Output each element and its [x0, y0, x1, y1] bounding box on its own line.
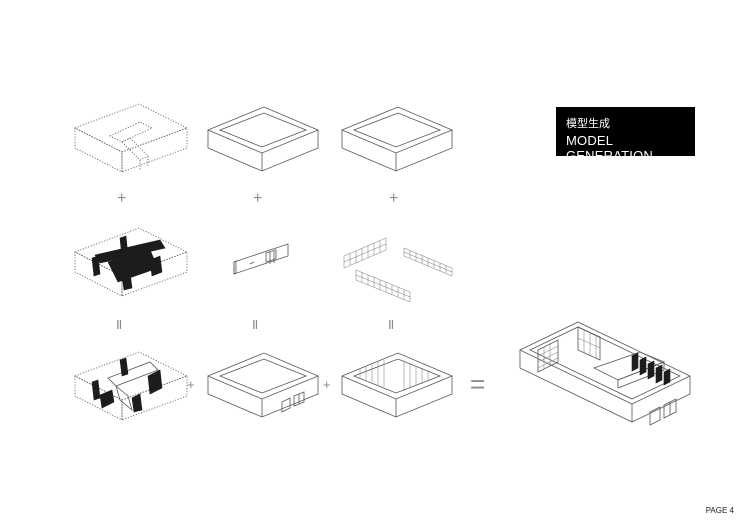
- plus-operator-5: +: [323, 377, 331, 392]
- model-generation-title-box: 模型生成 MODEL GENERATION: [556, 107, 695, 163]
- plus-operator-1: +: [117, 190, 127, 207]
- solid-box-with-grid-walls: [340, 352, 454, 418]
- plus-operator-2: +: [253, 190, 263, 207]
- solid-open-box-1: [206, 106, 320, 172]
- title-english: MODEL GENERATION: [566, 133, 653, 163]
- plus-operator-3: +: [389, 190, 399, 207]
- equals-operator-2: II: [252, 317, 258, 332]
- dotted-box-black-ramps: [74, 227, 189, 297]
- equals-operator-3: II: [388, 317, 394, 332]
- plus-operator-4: +: [187, 377, 195, 392]
- combined-ramp-volume: [74, 351, 189, 421]
- equals-operator-final: =: [470, 369, 486, 399]
- title-chinese: 模型生成: [566, 117, 610, 130]
- wall-elevation-panel: [233, 243, 289, 275]
- equals-operator-1: II: [116, 317, 122, 332]
- solid-open-box-2: [340, 106, 454, 172]
- dotted-massing-box: [74, 103, 189, 173]
- grid-shelf-panels: [343, 237, 453, 303]
- final-model-axonometric: [519, 321, 691, 426]
- page-number: PAGE 4: [705, 506, 734, 515]
- solid-box-with-openings: [206, 352, 320, 418]
